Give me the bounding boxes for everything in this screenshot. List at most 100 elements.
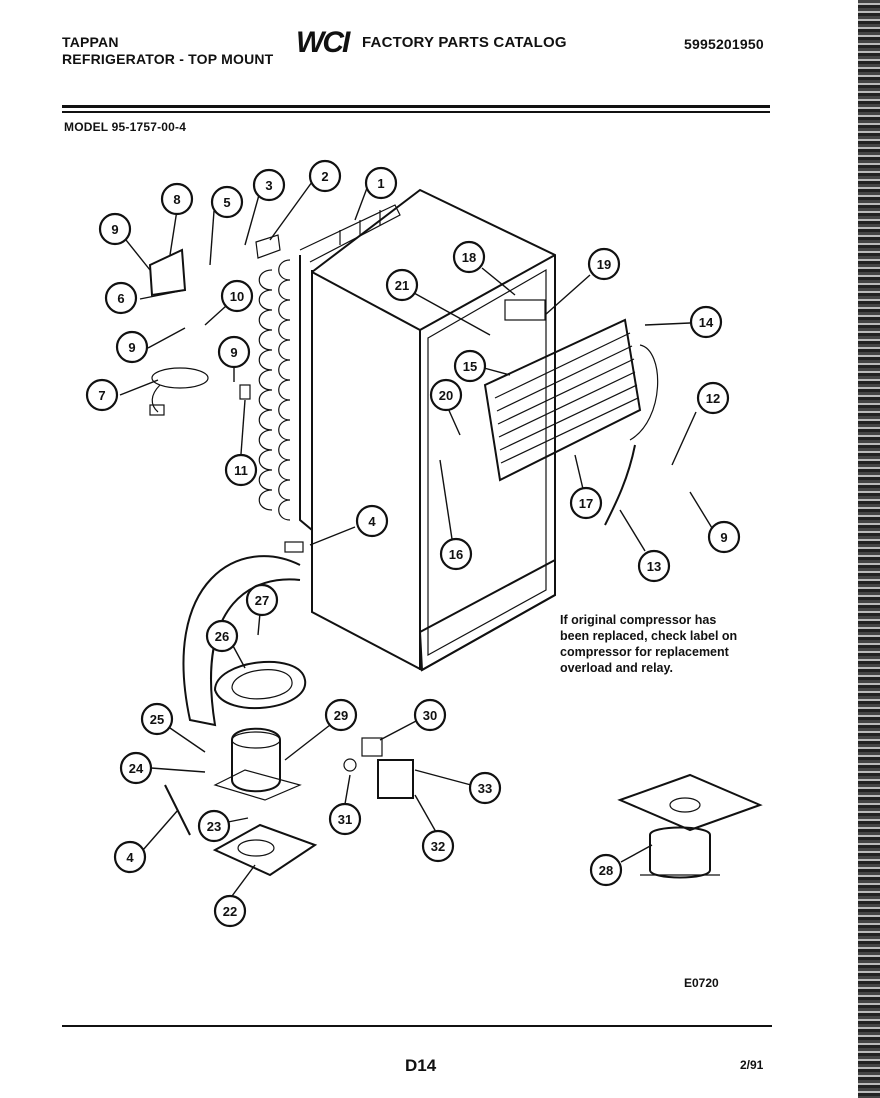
callout-9b-label: 9 bbox=[128, 340, 135, 355]
catalog-title: FACTORY PARTS CATALOG bbox=[362, 34, 567, 51]
note-line-4: overload and relay. bbox=[560, 661, 674, 675]
callout-24: 24 bbox=[119, 751, 153, 785]
bracket-part-8 bbox=[148, 248, 187, 297]
callout-23-label: 23 bbox=[207, 819, 221, 834]
callout-10: 10 bbox=[220, 279, 254, 313]
callout-19-label: 19 bbox=[597, 257, 611, 272]
callout-30: 30 bbox=[413, 698, 447, 732]
wci-logo: WCI bbox=[296, 26, 350, 59]
callout-8-label: 8 bbox=[173, 192, 180, 207]
condenser-coil bbox=[258, 204, 401, 533]
catalog-number: 5995201950 bbox=[684, 36, 764, 52]
callout-15-label: 15 bbox=[463, 359, 477, 374]
callout-1-label: 1 bbox=[377, 176, 384, 191]
callout-11: 11 bbox=[224, 453, 258, 487]
callout-31-label: 31 bbox=[338, 812, 352, 827]
callout-21-label: 21 bbox=[395, 278, 409, 293]
callout-9a: 9 bbox=[98, 212, 132, 246]
date-code: 2/91 bbox=[740, 1058, 764, 1072]
control-part-18 bbox=[504, 299, 546, 321]
callout-10-label: 10 bbox=[230, 289, 244, 304]
callout-18: 18 bbox=[452, 240, 486, 274]
callout-27-label: 27 bbox=[255, 593, 269, 608]
callout-25-label: 25 bbox=[150, 712, 164, 727]
callout-29: 29 bbox=[324, 698, 358, 732]
brand-name: TAPPAN bbox=[62, 34, 119, 50]
bracket-part-4 bbox=[284, 541, 304, 553]
callout-17: 17 bbox=[569, 486, 603, 520]
cord-part-13 bbox=[604, 444, 636, 526]
callout-9a-label: 9 bbox=[111, 222, 118, 237]
footer-rule bbox=[62, 1025, 772, 1027]
model-label: MODEL 95-1757-00-4 bbox=[64, 120, 187, 134]
callout-5: 5 bbox=[210, 185, 244, 219]
callout-15: 15 bbox=[453, 349, 487, 383]
drain-pan bbox=[213, 660, 307, 710]
callout-18-label: 18 bbox=[462, 250, 476, 265]
callout-6: 6 bbox=[104, 281, 138, 315]
callout-30-label: 30 bbox=[423, 708, 437, 723]
cabinet bbox=[311, 188, 556, 672]
callout-26: 26 bbox=[205, 619, 239, 653]
callout-20-label: 20 bbox=[439, 388, 453, 403]
callout-9d-label: 9 bbox=[720, 530, 727, 545]
callout-7: 7 bbox=[85, 378, 119, 412]
scan-border bbox=[858, 0, 880, 1098]
callout-12-label: 12 bbox=[706, 391, 720, 406]
callout-21: 21 bbox=[385, 268, 419, 302]
compressor-note: If original compressor has been replaced… bbox=[560, 612, 760, 676]
callout-23: 23 bbox=[197, 809, 231, 843]
note-line-3: compressor for replacement bbox=[560, 645, 729, 659]
relay-overload bbox=[343, 737, 414, 799]
callout-33-label: 33 bbox=[478, 781, 492, 796]
callout-20: 20 bbox=[429, 378, 463, 412]
diagram-code: E0720 bbox=[684, 976, 719, 990]
note-line-1: If original compressor has bbox=[560, 613, 717, 627]
callout-3-label: 3 bbox=[265, 178, 272, 193]
product-line: REFRIGERATOR - TOP MOUNT bbox=[62, 51, 274, 67]
header-rule-thin bbox=[62, 111, 770, 113]
callout-32: 32 bbox=[421, 829, 455, 863]
callout-33: 33 bbox=[468, 771, 502, 805]
callout-12: 12 bbox=[696, 381, 730, 415]
page-number: D14 bbox=[405, 1056, 437, 1075]
drain-tube bbox=[182, 555, 301, 727]
callout-24-label: 24 bbox=[129, 761, 144, 776]
callout-4b: 4 bbox=[113, 840, 147, 874]
callout-31: 31 bbox=[328, 802, 362, 836]
callout-4-label: 4 bbox=[368, 514, 376, 529]
callout-22: 22 bbox=[213, 894, 247, 928]
callout-29-label: 29 bbox=[334, 708, 348, 723]
callout-28-label: 28 bbox=[599, 863, 613, 878]
callout-2-label: 2 bbox=[321, 169, 328, 184]
callout-9b: 9 bbox=[115, 330, 149, 364]
callout-14: 14 bbox=[689, 305, 723, 339]
callout-28: 28 bbox=[589, 853, 623, 887]
callout-4b-label: 4 bbox=[126, 850, 134, 865]
callout-1: 1 bbox=[364, 166, 398, 200]
callout-6-label: 6 bbox=[117, 291, 124, 306]
callout-4: 4 bbox=[355, 504, 389, 538]
power-cord bbox=[149, 367, 209, 416]
callout-13: 13 bbox=[637, 549, 671, 583]
callout-11-label: 11 bbox=[234, 463, 248, 478]
callout-19: 19 bbox=[587, 247, 621, 281]
callout-13-label: 13 bbox=[647, 559, 661, 574]
callout-17-label: 17 bbox=[579, 496, 593, 511]
replacement-compressor bbox=[617, 773, 763, 879]
header-rule bbox=[62, 105, 770, 108]
note-line-2: been replaced, check label on bbox=[560, 629, 738, 643]
callout-22-label: 22 bbox=[223, 904, 237, 919]
callout-27: 27 bbox=[245, 583, 279, 617]
callout-9d: 9 bbox=[707, 520, 741, 554]
thermostat-part-11 bbox=[239, 384, 251, 400]
callout-25: 25 bbox=[140, 702, 174, 736]
callout-9c: 9 bbox=[217, 335, 251, 369]
callout-9c-label: 9 bbox=[230, 345, 237, 360]
callout-16-label: 16 bbox=[449, 547, 463, 562]
callout-5-label: 5 bbox=[223, 195, 230, 210]
evaporator bbox=[483, 318, 659, 482]
clip-part-2 bbox=[255, 234, 281, 259]
callout-16: 16 bbox=[439, 537, 473, 571]
